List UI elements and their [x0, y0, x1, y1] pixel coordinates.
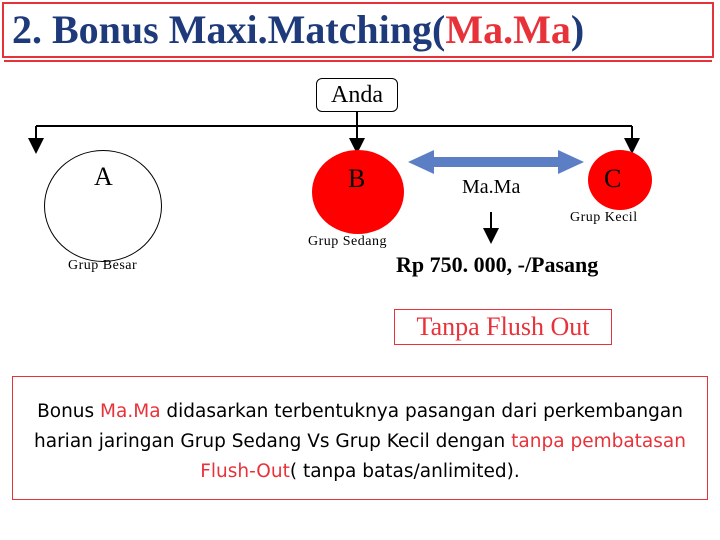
title-close: ): [570, 7, 585, 52]
title-bar: 2. Bonus Maxi.Matching(Ma.Ma): [2, 2, 714, 62]
desc-part-1: Bonus: [37, 401, 101, 422]
group-b-caption: Grup Sedang: [308, 234, 387, 249]
desc-part-3: didasarkan terbentuknya pasangan dari pe…: [34, 401, 683, 452]
page-title: 2. Bonus Maxi.Matching(Ma.Ma): [12, 8, 584, 52]
group-c-label: C: [604, 164, 622, 193]
group-c-caption: Grup Kecil: [570, 210, 638, 225]
price-per-pair: Rp 750. 000, -/Pasang: [396, 252, 599, 277]
desc-part-4: tanpa pembatasan Flush-Out: [200, 431, 686, 482]
root-node-anda: Anda: [316, 78, 398, 112]
group-a-circle: [44, 150, 162, 262]
group-c-circle: [588, 150, 652, 210]
group-a-caption: Grup Besar: [68, 258, 138, 273]
title-underline: [4, 60, 712, 62]
desc-part-2: Ma.Ma: [100, 401, 161, 422]
group-b-label: B: [348, 164, 366, 193]
description-box: Bonus Ma.Ma didasarkan terbentuknya pasa…: [12, 376, 708, 500]
desc-part-5: ( tanpa batas/anlimited).: [289, 461, 520, 482]
title-main: 2. Bonus Maxi.Matching(: [12, 7, 446, 52]
group-b-circle: [312, 150, 404, 234]
matching-label: Ma.Ma: [462, 176, 521, 198]
group-a-label: A: [94, 162, 113, 191]
title-accent: Ma.Ma: [445, 7, 571, 52]
matching-double-arrow: [408, 150, 584, 174]
flush-out-box: Tanpa Flush Out: [394, 309, 612, 345]
